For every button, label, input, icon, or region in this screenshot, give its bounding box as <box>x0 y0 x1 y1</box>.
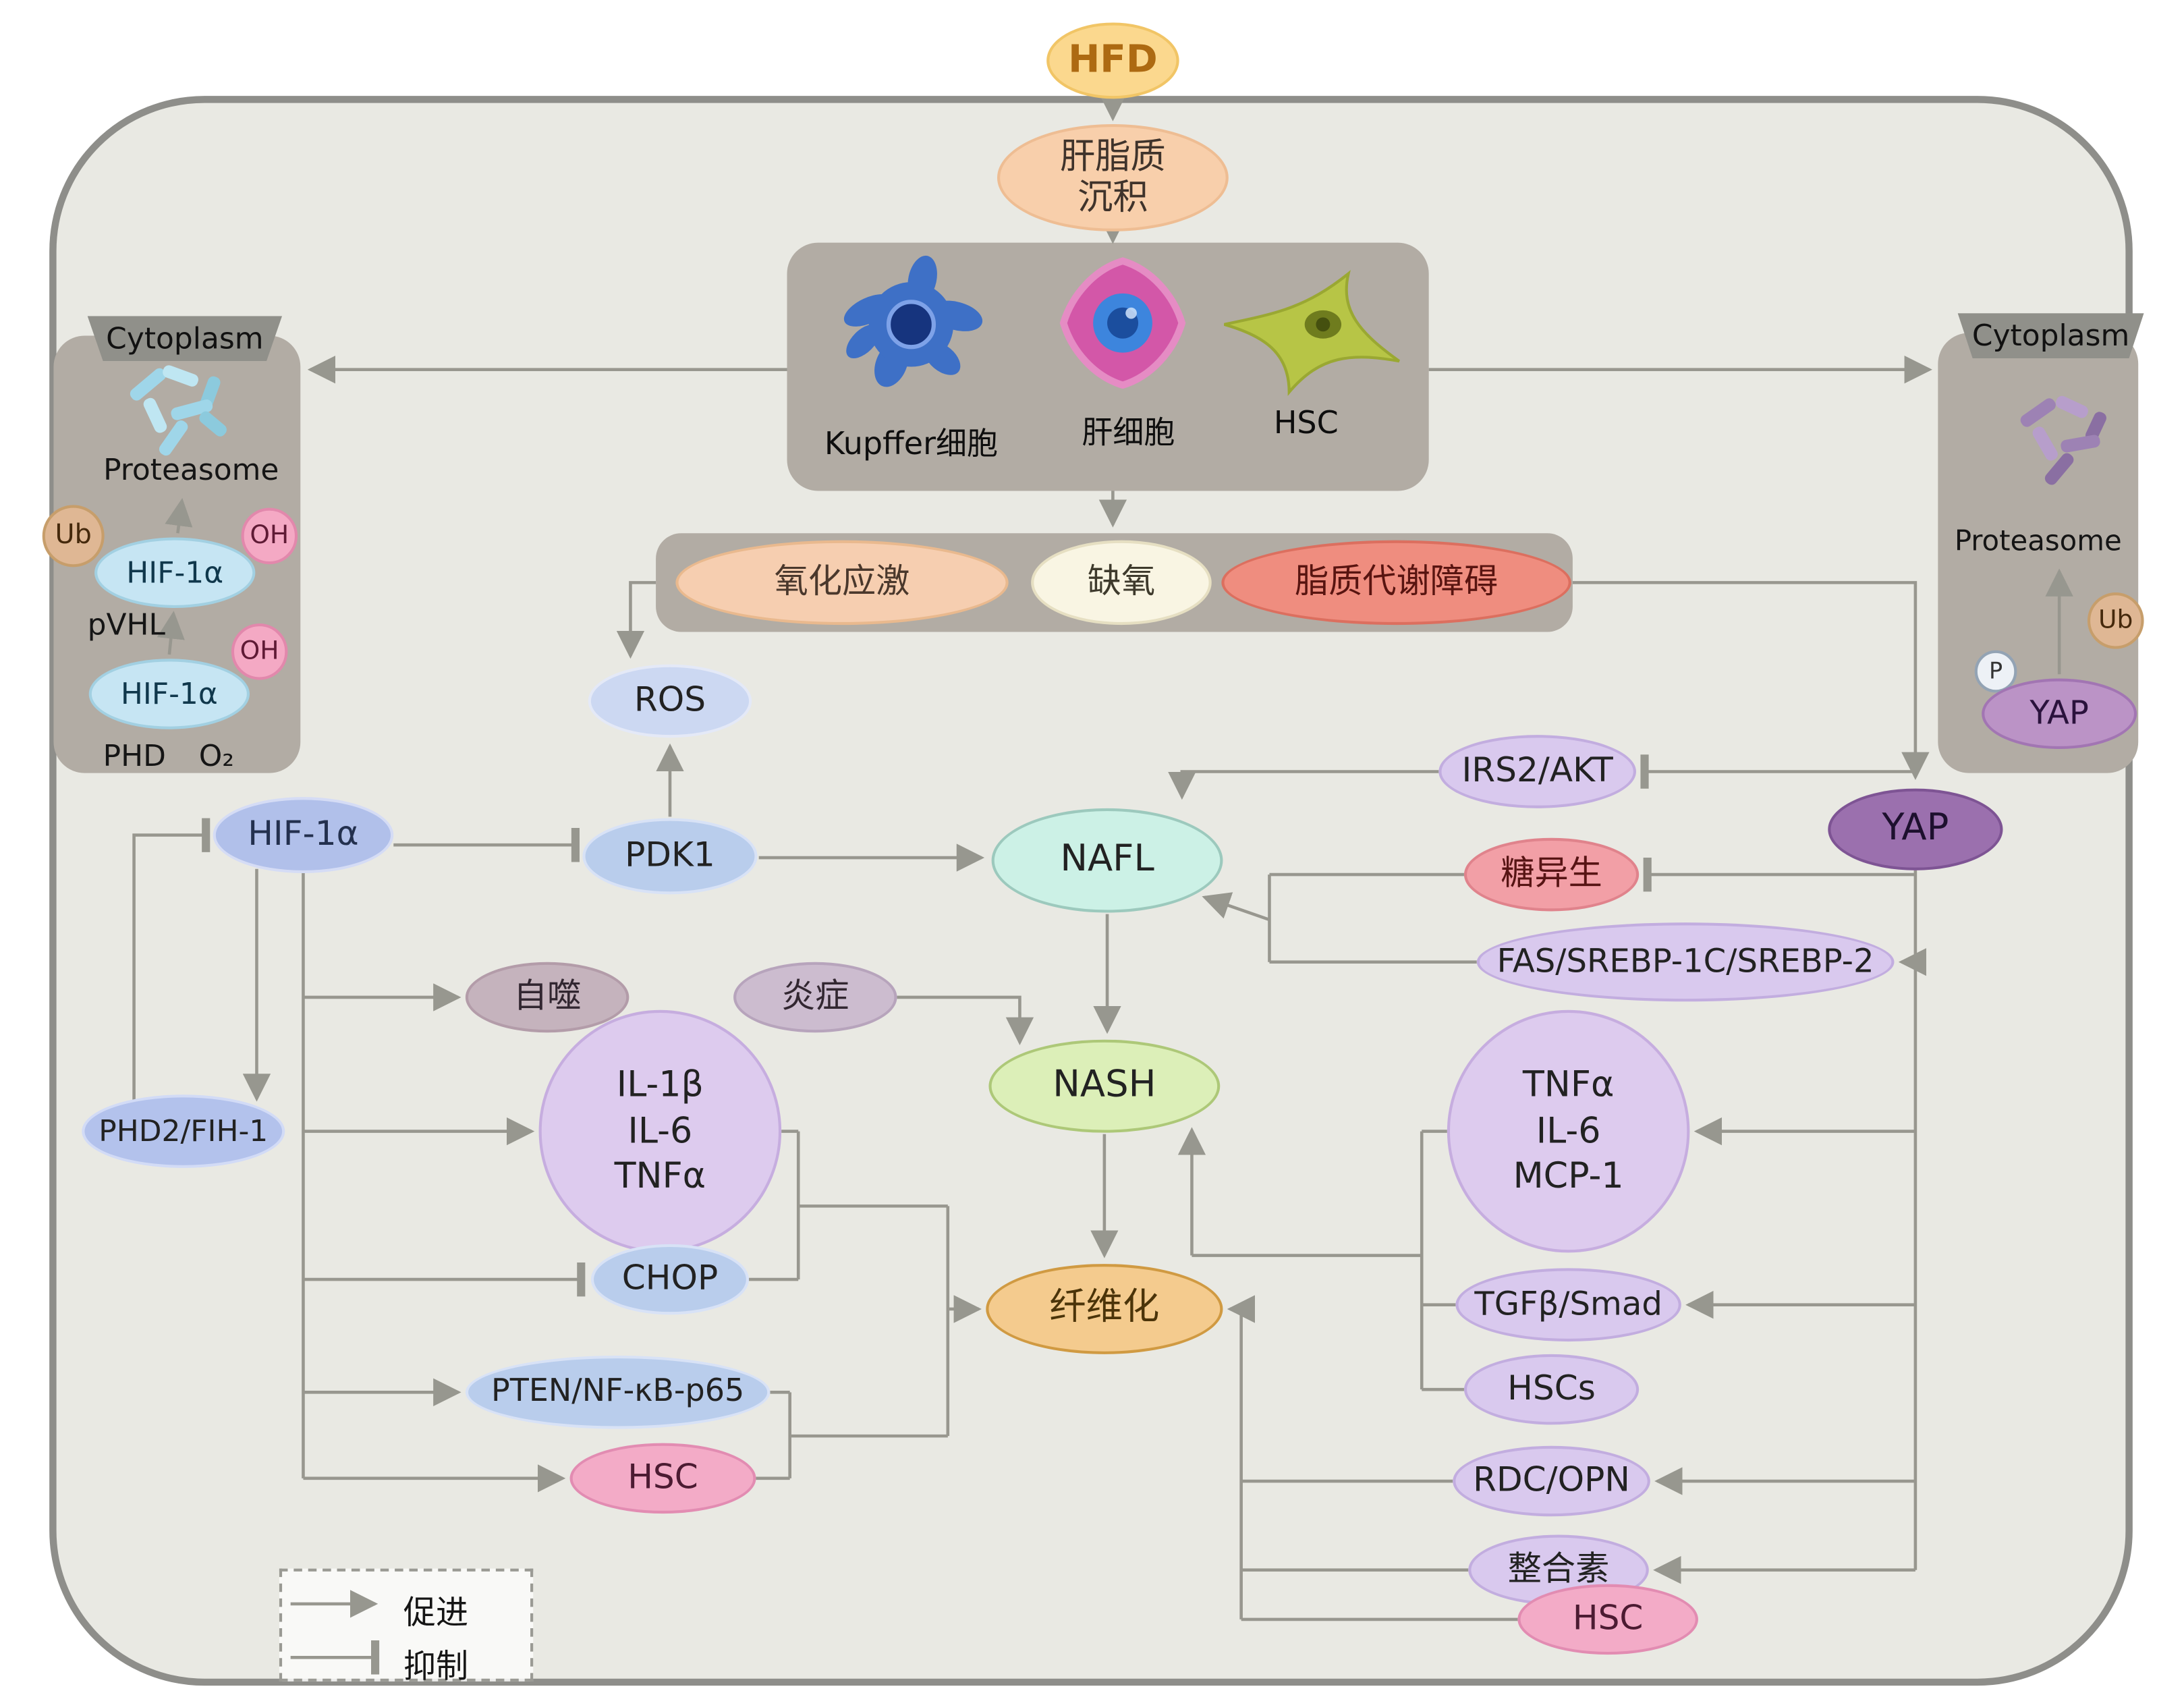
node-hypoxia: 缺氧 <box>1031 540 1212 626</box>
node-hsc-right: HSC <box>1517 1584 1698 1655</box>
hsc-right-label: HSC <box>1572 1598 1644 1638</box>
il6-label-left: IL-6 <box>627 1109 693 1151</box>
liver-cells-illustration <box>843 255 1400 396</box>
hif1a-label: HIF-1α <box>248 814 359 854</box>
node-nash: NASH <box>988 1039 1221 1133</box>
node-hfd: HFD <box>1046 22 1179 99</box>
yap-cytoplasm-label: YAP <box>2029 695 2089 732</box>
fibrosis-label: 纤维化 <box>1049 1286 1160 1329</box>
mcp1-label: MCP-1 <box>1513 1155 1624 1197</box>
yap-label: YAP <box>1882 806 1949 850</box>
hypoxia-label: 缺氧 <box>1087 561 1156 601</box>
ubiquitin-badge-right: Ub <box>2087 592 2144 649</box>
hfd-label: HFD <box>1068 38 1158 83</box>
node-fas-srebp: FAS/SREBP-1C/SREBP-2 <box>1476 922 1895 1002</box>
node-rdc-opn: RDC/OPN <box>1453 1445 1650 1517</box>
legend-inhibit-label: 抑制 <box>403 1648 469 1686</box>
lipid-deposition-line1: 肝脂质 <box>1059 136 1166 177</box>
autophagy-label: 自噬 <box>513 976 582 1016</box>
hsc-cell-label: HSC <box>1273 406 1339 442</box>
nash-label: NASH <box>1053 1063 1156 1107</box>
node-hif1a-lower: HIF-1α <box>88 659 250 729</box>
hepatocyte-icon <box>1059 257 1186 389</box>
phd-label: PHD <box>103 739 166 773</box>
node-hif1a-upper: HIF-1α <box>94 537 256 609</box>
lipid-disorder-label: 脂质代谢障碍 <box>1295 561 1499 601</box>
oxidative-stress-label: 氧化应激 <box>774 561 910 601</box>
hepatocyte-label: 肝细胞 <box>1082 416 1175 451</box>
phd2-fih1-label: PHD2/FIH-1 <box>99 1114 269 1148</box>
oh-top-label: OH <box>250 520 289 550</box>
pten-nfkb-label: PTEN/NF-κB-p65 <box>491 1374 745 1410</box>
node-il-cytokines: IL-1β IL-6 TNFα <box>538 1009 782 1253</box>
kupffer-cell-label: Kupffer细胞 <box>824 427 998 463</box>
right-cytoplasm-label: Cytoplasm <box>1971 318 2130 353</box>
node-irs2-akt: IRS2/AKT <box>1438 735 1636 808</box>
fas-srebp-label: FAS/SREBP-1C/SREBP-2 <box>1496 943 1874 980</box>
ubiquitin-badge-left: Ub <box>42 505 105 567</box>
node-pten-nfkb: PTEN/NF-κB-p65 <box>465 1355 771 1429</box>
hsc-left-label: HSC <box>627 1457 698 1497</box>
proteasome-label-left: Proteasome <box>103 453 279 487</box>
node-liver-lipid-deposition: 肝脂质 沉积 <box>997 123 1229 231</box>
node-tnf-cytokines: TNFα IL-6 MCP-1 <box>1447 1009 1690 1253</box>
node-hsc-left: HSC <box>569 1443 756 1514</box>
ub-label-left: Ub <box>55 519 92 551</box>
node-nafl: NAFL <box>991 808 1223 913</box>
phospho-badge: P <box>1974 650 2017 693</box>
proteasome-label-right: Proteasome <box>1954 523 2122 557</box>
nafl-label: NAFL <box>1060 837 1154 881</box>
pvhl-label: pVHL <box>87 608 165 642</box>
proteasome-fragments-icon-right <box>2010 393 2123 489</box>
node-fibrosis: 纤维化 <box>986 1264 1223 1354</box>
chop-label: CHOP <box>621 1258 719 1298</box>
node-hscs: HSCs <box>1463 1354 1640 1425</box>
ub-label-right: Ub <box>2098 605 2133 635</box>
left-cytoplasm-label: Cytoplasm <box>106 321 264 356</box>
gluconeogenesis-label: 糖异生 <box>1501 854 1602 893</box>
hsc-cell-icon <box>1223 270 1400 396</box>
inflammation-label: 炎症 <box>781 976 849 1016</box>
hif1a-lower-label: HIF-1α <box>120 677 218 711</box>
right-cytoplasm-tab: Cytoplasm <box>1957 313 2144 358</box>
lipid-deposition-line2: 沉积 <box>1077 176 1148 217</box>
node-lipid-metabolism-disorder: 脂质代谢障碍 <box>1221 540 1571 626</box>
hif1a-upper-label: HIF-1α <box>126 555 224 590</box>
hydroxyl-badge-bottom: OH <box>231 623 288 680</box>
node-yap-cytoplasm: YAP <box>1982 678 2137 750</box>
tnfa-label-right: TNFα <box>1522 1063 1615 1105</box>
phospho-label: P <box>1988 657 2003 684</box>
legend-promote-label: 促进 <box>403 1595 469 1632</box>
legend-box <box>279 1568 534 1682</box>
node-pdk1: PDK1 <box>582 818 758 895</box>
promote-inhibit-wires <box>132 93 2073 1675</box>
left-cytoplasm-tab: Cytoplasm <box>87 316 283 362</box>
oh-bottom-label: OH <box>240 636 279 665</box>
il6-label-right: IL-6 <box>1536 1109 1601 1151</box>
o2-label: O₂ <box>198 739 234 773</box>
node-phd2-fih1: PHD2/FIH-1 <box>82 1094 285 1168</box>
node-hif1a: HIF-1α <box>213 797 394 874</box>
tgfb-smad-label: TGFβ/Smad <box>1474 1286 1662 1323</box>
node-gluconeogenesis: 糖异生 <box>1463 837 1640 912</box>
node-yap: YAP <box>1828 788 2003 870</box>
pdk1-label: PDK1 <box>625 835 715 875</box>
proteasome-fragments-icon-left <box>120 363 240 458</box>
node-ros: ROS <box>588 664 752 738</box>
hscs-label: HSCs <box>1507 1368 1596 1408</box>
integrin-label: 整合素 <box>1507 1549 1610 1589</box>
irs2-akt-label: IRS2/AKT <box>1461 750 1613 791</box>
tnfa-label-left: TNFα <box>614 1155 706 1197</box>
node-chop: CHOP <box>590 1244 750 1315</box>
hydroxyl-badge-top: OH <box>241 507 298 565</box>
node-inflammation: 炎症 <box>733 962 897 1033</box>
ros-label: ROS <box>634 680 706 720</box>
node-autophagy: 自噬 <box>465 962 629 1033</box>
rdc-opn-label: RDC/OPN <box>1473 1460 1630 1500</box>
node-oxidative-stress: 氧化应激 <box>675 540 1009 626</box>
node-tgfb-smad: TGFβ/Smad <box>1455 1268 1681 1342</box>
il1b-label: IL-1β <box>616 1063 704 1105</box>
kupffer-cell-icon <box>843 255 983 387</box>
